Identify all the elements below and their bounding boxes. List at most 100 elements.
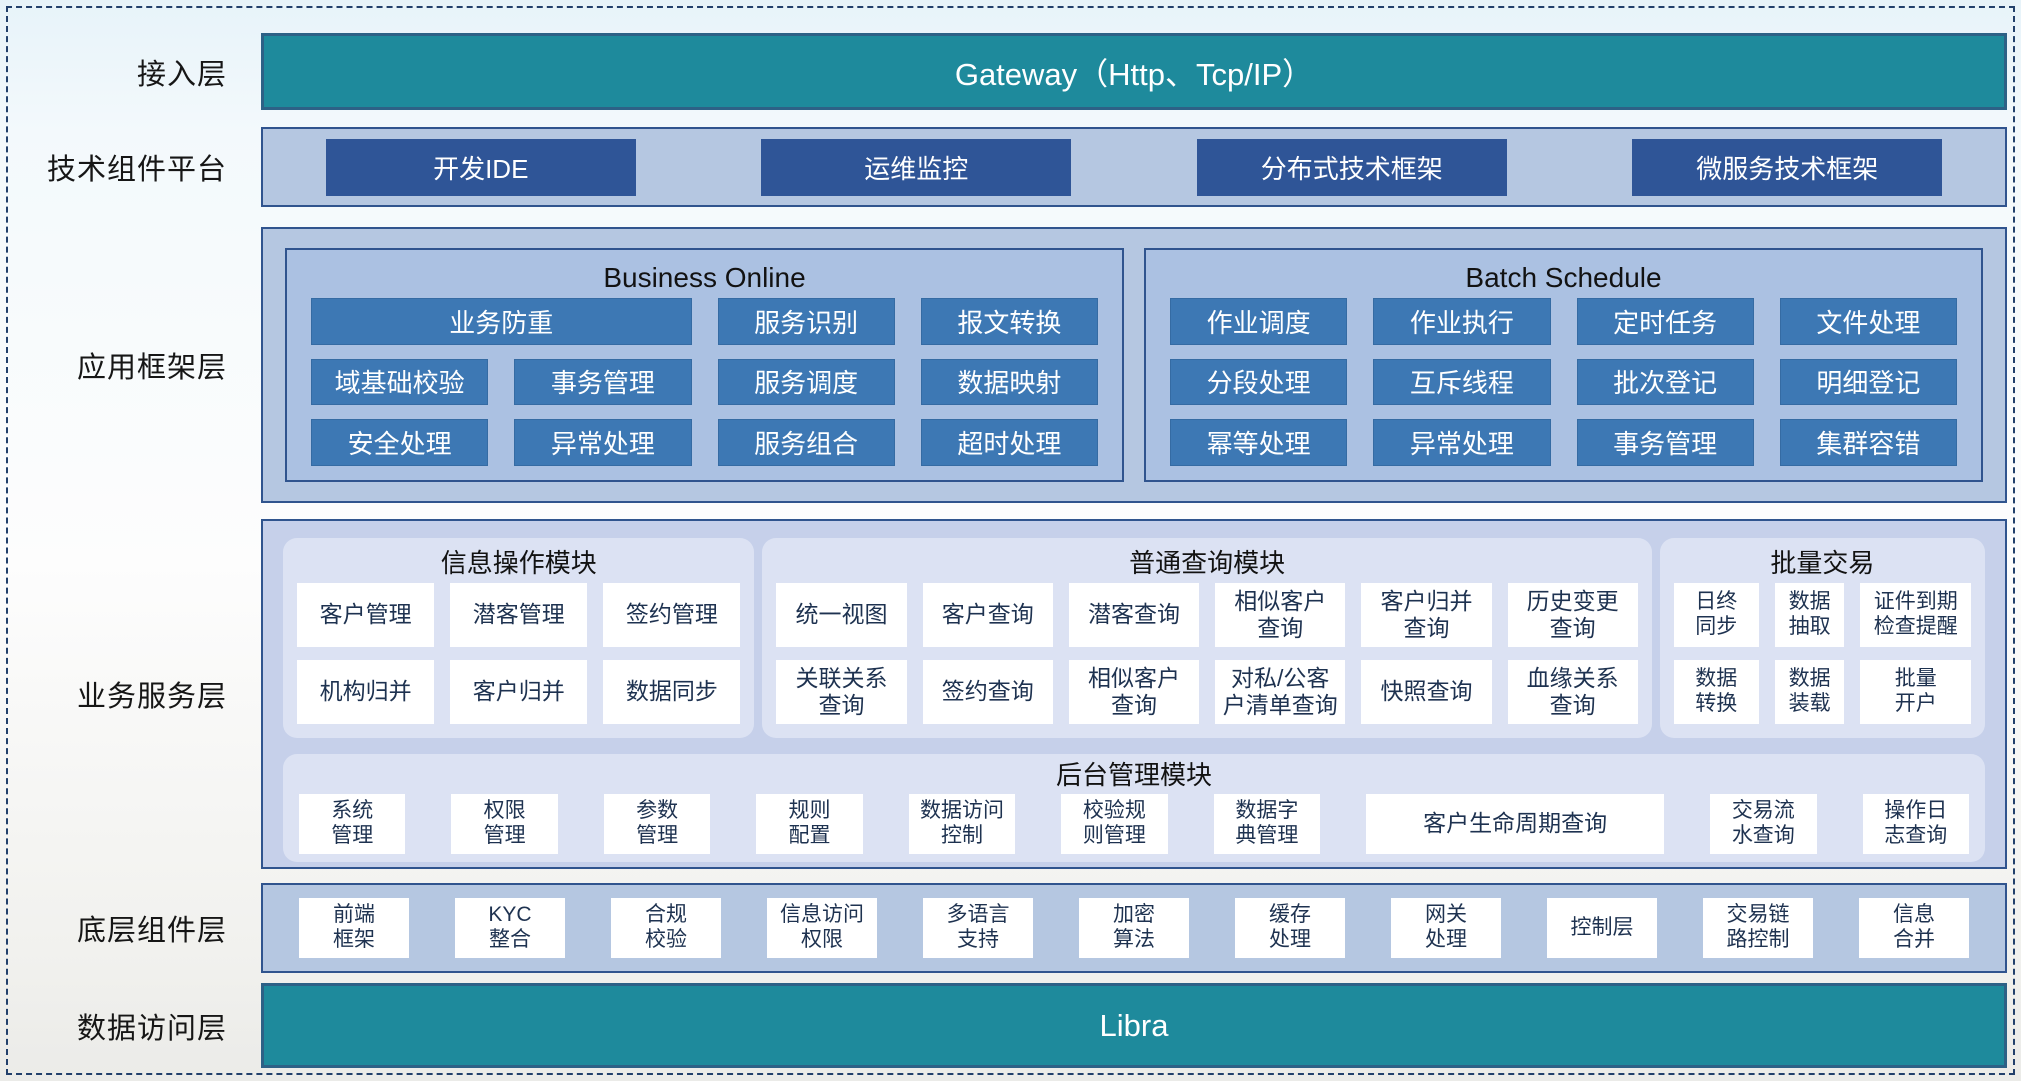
batch-schedule-item: 作业执行 bbox=[1373, 298, 1551, 345]
batch-schedule-title: Batch Schedule bbox=[1465, 262, 1662, 293]
layer-row-access: 接入层 Gateway（Http、Tcp/IP） bbox=[8, 33, 2007, 110]
batch-schedule-item: 异常处理 bbox=[1373, 419, 1551, 466]
module-cell: 数据 装载 bbox=[1774, 660, 1845, 724]
service-module-grid: 统一视图客户查询潜客查询相似客户 查询客户归并 查询历史变更 查询关联关系 查询… bbox=[776, 583, 1638, 724]
business-online-group: Business Online 业务防重服务识别报文转换域基础校验事务管理服务调… bbox=[285, 248, 1124, 482]
module-cell: 批量 开户 bbox=[1860, 660, 1971, 724]
component-cell: 合规 校验 bbox=[611, 898, 721, 958]
module-cell: 签约查询 bbox=[922, 660, 1053, 724]
service-module-title: 普通查询模块 bbox=[1129, 548, 1286, 578]
service-module-title: 批量交易 bbox=[1770, 548, 1875, 578]
libra-bar: Libra bbox=[261, 983, 2007, 1068]
admin-cell: 系统 管理 bbox=[299, 794, 406, 854]
business-online-item: 域基础校验 bbox=[311, 358, 489, 406]
base-components-layer-label: 底层组件层 bbox=[76, 915, 227, 947]
component-cell: 多语言 支持 bbox=[923, 898, 1033, 958]
module-cell: 血缘关系 查询 bbox=[1507, 660, 1638, 724]
gateway-bar: Gateway（Http、Tcp/IP） bbox=[261, 33, 2007, 110]
business-service-layer-label: 业务服务层 bbox=[76, 681, 227, 713]
admin-module-box: 后台管理模块 系统 管理权限 管理参数 管理规则 配置数据访问 控制校验规 则管… bbox=[283, 754, 1985, 862]
layer-row-tech-platform: 技术组件平台 开发IDE 运维监控 分布式技术框架 微服务技术框架 bbox=[8, 127, 2007, 207]
business-online-item: 服务调度 bbox=[717, 358, 895, 406]
module-cell: 潜客管理 bbox=[450, 583, 588, 647]
business-online-item: 事务管理 bbox=[514, 358, 692, 406]
business-online-title: Business Online bbox=[603, 262, 806, 293]
module-cell: 快照查询 bbox=[1361, 660, 1492, 724]
batch-schedule-item: 文件处理 bbox=[1779, 298, 1957, 345]
batch-schedule-item: 批次登记 bbox=[1576, 358, 1754, 406]
admin-cell: 参数 管理 bbox=[603, 794, 711, 854]
module-cell: 客户查询 bbox=[922, 583, 1053, 647]
business-online-grid: 业务防重服务识别报文转换域基础校验事务管理服务调度数据映射安全处理异常处理服务组… bbox=[311, 298, 1098, 466]
tech-component-button: 微服务技术框架 bbox=[1632, 138, 1943, 196]
business-service-panel: 信息操作模块客户管理潜客管理签约管理机构归并客户归并数据同步普通查询模块统一视图… bbox=[261, 519, 2007, 869]
batch-schedule-item: 幂等处理 bbox=[1170, 419, 1348, 466]
admin-cell: 客户生命周期查询 bbox=[1366, 794, 1665, 854]
module-cell: 相似客户 查询 bbox=[1215, 583, 1346, 647]
module-cell: 客户归并 bbox=[450, 660, 588, 724]
admin-cell: 权限 管理 bbox=[451, 794, 558, 854]
module-cell: 数据 抽取 bbox=[1774, 583, 1845, 647]
module-cell: 相似客户 查询 bbox=[1068, 660, 1200, 724]
admin-cell: 操作日 志查询 bbox=[1862, 794, 1969, 854]
service-module-box: 批量交易日终 同步数据 抽取证件到期 检查提醒数据 转换数据 装载批量 开户 bbox=[1659, 538, 1985, 738]
batch-schedule-item: 定时任务 bbox=[1576, 298, 1754, 345]
component-cell: 信息访问 权限 bbox=[767, 898, 877, 958]
component-cell: 控制层 bbox=[1547, 898, 1657, 958]
admin-module-cells: 系统 管理权限 管理参数 管理规则 配置数据访问 控制校验规 则管理数据字 典管… bbox=[299, 794, 1969, 854]
tech-component-button: 开发IDE bbox=[325, 138, 636, 196]
business-online-item: 异常处理 bbox=[514, 419, 692, 466]
component-cell: KYC 整合 bbox=[455, 898, 565, 958]
module-cell: 签约管理 bbox=[603, 583, 741, 647]
module-cell: 历史变更 查询 bbox=[1507, 583, 1638, 647]
business-online-item: 报文转换 bbox=[920, 298, 1098, 345]
service-modules-row: 信息操作模块客户管理潜客管理签约管理机构归并客户归并数据同步普通查询模块统一视图… bbox=[283, 538, 1985, 738]
batch-schedule-group: Batch Schedule 作业调度作业执行定时任务文件处理分段处理互斥线程批… bbox=[1144, 248, 1983, 482]
module-cell: 客户归并 查询 bbox=[1361, 583, 1492, 647]
component-cell: 加密 算法 bbox=[1079, 898, 1189, 958]
tech-platform-layer-label: 技术组件平台 bbox=[46, 154, 227, 186]
app-framework-layer-label: 应用框架层 bbox=[76, 352, 227, 384]
module-cell: 证件到期 检查提醒 bbox=[1860, 583, 1971, 647]
layer-row-app-framework: 应用框架层 Business Online 业务防重服务识别报文转换域基础校验事… bbox=[8, 227, 2007, 503]
business-online-item: 业务防重 bbox=[311, 298, 692, 345]
component-cell: 缓存 处理 bbox=[1235, 898, 1345, 958]
service-module-box: 信息操作模块客户管理潜客管理签约管理机构归并客户归并数据同步 bbox=[283, 538, 755, 738]
module-cell: 潜客查询 bbox=[1068, 583, 1200, 647]
batch-schedule-item: 明细登记 bbox=[1779, 358, 1957, 406]
admin-cell: 数据字 典管理 bbox=[1213, 794, 1321, 854]
component-cell: 前端 框架 bbox=[299, 898, 409, 958]
module-cell: 日终 同步 bbox=[1673, 583, 1759, 647]
admin-cell: 数据访问 控制 bbox=[908, 794, 1016, 854]
layer-row-business-service: 业务服务层 信息操作模块客户管理潜客管理签约管理机构归并客户归并数据同步普通查询… bbox=[8, 519, 2007, 869]
batch-schedule-item: 作业调度 bbox=[1170, 298, 1348, 345]
admin-cell: 交易流 水查询 bbox=[1710, 794, 1817, 854]
business-online-item: 服务组合 bbox=[717, 419, 895, 466]
service-module-box: 普通查询模块统一视图客户查询潜客查询相似客户 查询客户归并 查询历史变更 查询关… bbox=[762, 538, 1652, 738]
admin-cell: 规则 配置 bbox=[756, 794, 863, 854]
layer-row-base-components: 底层组件层 前端 框架 KYC 整合合规 校验信息访问 权限多语言 支持加密 算法… bbox=[8, 883, 2007, 973]
layer-row-data-access: 数据访问层 Libra bbox=[8, 983, 2007, 1068]
batch-schedule-item: 分段处理 bbox=[1170, 358, 1348, 406]
module-cell: 客户管理 bbox=[297, 583, 435, 647]
batch-schedule-item: 集群容错 bbox=[1779, 419, 1957, 466]
business-online-item: 超时处理 bbox=[920, 419, 1098, 466]
module-cell: 数据同步 bbox=[603, 660, 741, 724]
batch-schedule-grid: 作业调度作业执行定时任务文件处理分段处理互斥线程批次登记明细登记幂等处理异常处理… bbox=[1170, 298, 1957, 466]
admin-module-title: 后台管理模块 bbox=[1055, 760, 1212, 790]
access-layer-label: 接入层 bbox=[136, 58, 227, 91]
architecture-diagram: 接入层 Gateway（Http、Tcp/IP） 技术组件平台 开发IDE 运维监… bbox=[8, 8, 2007, 1071]
admin-cell: 校验规 则管理 bbox=[1061, 794, 1168, 854]
module-cell: 机构归并 bbox=[297, 660, 435, 724]
tech-component-button: 分布式技术框架 bbox=[1196, 138, 1507, 196]
module-cell: 统一视图 bbox=[776, 583, 907, 647]
business-online-item: 服务识别 bbox=[717, 298, 895, 345]
business-online-item: 安全处理 bbox=[311, 419, 489, 466]
module-cell: 关联关系 查询 bbox=[776, 660, 907, 724]
tech-platform-panel: 开发IDE 运维监控 分布式技术框架 微服务技术框架 bbox=[261, 127, 2007, 207]
component-cell: 信息 合并 bbox=[1859, 898, 1969, 958]
app-framework-panel: Business Online 业务防重服务识别报文转换域基础校验事务管理服务调… bbox=[261, 227, 2007, 503]
service-module-grid: 日终 同步数据 抽取证件到期 检查提醒数据 转换数据 装载批量 开户 bbox=[1673, 583, 1971, 724]
tech-component-button: 运维监控 bbox=[761, 138, 1072, 196]
